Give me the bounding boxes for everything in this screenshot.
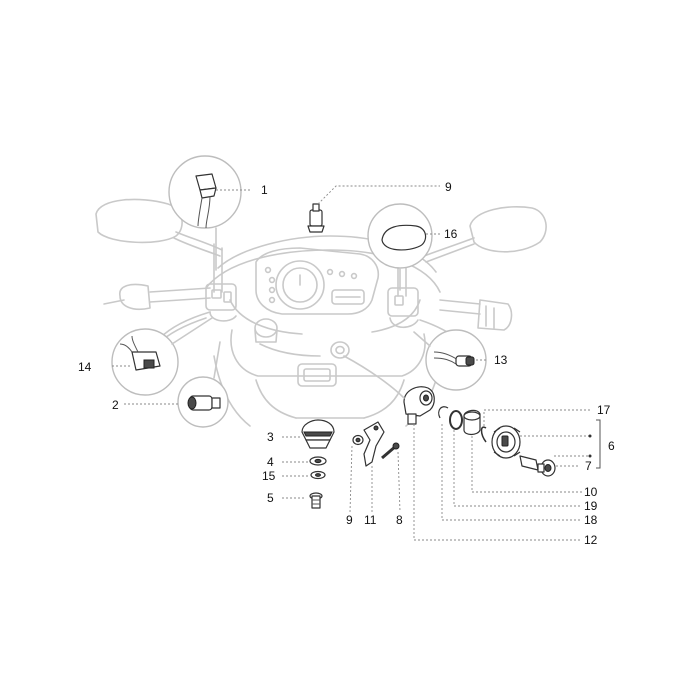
- callout-13: 13: [494, 353, 508, 367]
- callout-11: 11: [364, 513, 377, 527]
- part-6-lock-cylinder: [491, 419, 601, 469]
- callout-18: 18: [584, 513, 598, 527]
- part-13-detail: [413, 329, 488, 391]
- part-19-oring: [449, 410, 582, 507]
- part-3-horn: [282, 419, 335, 449]
- callout-10: 10: [584, 485, 598, 499]
- right-switch-housing: [387, 287, 419, 329]
- callout-8: 8: [396, 513, 403, 527]
- callout-14: 14: [78, 360, 92, 374]
- callout-1: 1: [261, 183, 268, 197]
- part-4-washer: [282, 456, 327, 466]
- part-10-bushing: [463, 409, 582, 493]
- left-switch-housing: [205, 283, 237, 322]
- callout-17: 17: [597, 403, 611, 417]
- callout-16: 16: [444, 227, 458, 241]
- part-2-detail: [124, 341, 229, 428]
- part-12-ignition: [343, 355, 582, 541]
- callout-2: 2: [112, 398, 119, 412]
- part-9-bottom-nut: [349, 434, 364, 513]
- callout-19: 19: [584, 499, 598, 513]
- part-8-bolt: [381, 442, 401, 513]
- callout-4: 4: [267, 455, 274, 469]
- callout-15: 15: [262, 469, 276, 483]
- callout-9-top: 9: [445, 180, 452, 194]
- callout-9-bottom: 9: [346, 513, 353, 527]
- part-7-key-barrel: [519, 454, 592, 477]
- callout-6: 6: [608, 439, 615, 453]
- part-18-clip: [438, 406, 582, 521]
- part-15-washer: [282, 470, 326, 480]
- callout-7: 7: [585, 459, 592, 473]
- part-16-detail: [367, 203, 440, 291]
- right-mirror: [423, 206, 547, 263]
- instrument-cluster: [255, 247, 380, 315]
- part-11-bracket: [363, 421, 385, 512]
- callout-5: 5: [267, 491, 274, 505]
- callout-12: 12: [584, 533, 598, 547]
- part-14-detail: [111, 317, 213, 396]
- callout-3: 3: [267, 430, 274, 444]
- part-9-top-bulb: [307, 185, 440, 233]
- callout-labels: 1 9 16 14 13 2 17 3 6 4 7 15 10 5 19 9 1…: [78, 180, 615, 547]
- handlebar-assembly-ghost: [95, 198, 547, 427]
- handlebar-tube: [103, 283, 513, 331]
- part-17-ring: [480, 409, 592, 443]
- part-1-detail: [168, 155, 250, 271]
- part-5-screw: [282, 492, 323, 509]
